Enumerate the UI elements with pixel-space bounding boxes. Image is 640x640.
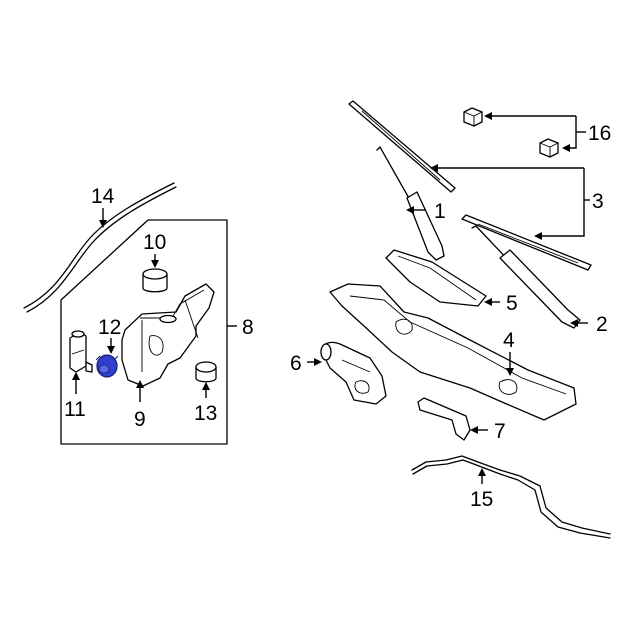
washer-hose xyxy=(26,186,177,313)
callout-5: 5 xyxy=(506,292,518,315)
callout-13: 13 xyxy=(194,402,217,425)
callout-14: 14 xyxy=(91,185,115,208)
callout-15: 15 xyxy=(470,488,493,511)
linkage-arm xyxy=(417,397,471,441)
wiper-arm-left xyxy=(376,146,445,261)
callout-6: 6 xyxy=(290,352,302,375)
callout-11: 11 xyxy=(64,398,86,421)
pump-grommet xyxy=(95,354,119,378)
clip-lower xyxy=(539,138,559,158)
wiper-blade-upper xyxy=(348,100,456,193)
callout-9: 9 xyxy=(134,408,146,431)
callout-12: 12 xyxy=(98,316,121,339)
callout-1: 1 xyxy=(434,200,446,223)
washer-reservoir xyxy=(121,283,215,387)
wiper-arm-right xyxy=(471,225,581,329)
callout-7: 7 xyxy=(494,420,506,443)
washer-pump xyxy=(69,330,93,373)
lower-washer-hose xyxy=(412,459,611,539)
wiper-linkage xyxy=(329,283,577,421)
wiper-motor xyxy=(320,341,387,405)
callout-2: 2 xyxy=(596,313,608,336)
callout-16: 16 xyxy=(588,122,611,145)
callout-10: 10 xyxy=(143,231,166,254)
wiper-blade-lower xyxy=(461,214,592,271)
washer-group-frame xyxy=(60,219,228,445)
callout-8: 8 xyxy=(242,316,254,339)
lower-washer-hose xyxy=(411,455,611,535)
callout-4: 4 xyxy=(503,329,515,352)
clip-upper xyxy=(463,107,483,127)
reservoir-cap xyxy=(142,268,168,293)
leader-lines xyxy=(72,112,590,484)
reservoir-plug xyxy=(195,361,217,383)
washer-hose xyxy=(23,182,175,309)
callout-3: 3 xyxy=(592,190,604,213)
cowl-panel xyxy=(385,249,487,307)
